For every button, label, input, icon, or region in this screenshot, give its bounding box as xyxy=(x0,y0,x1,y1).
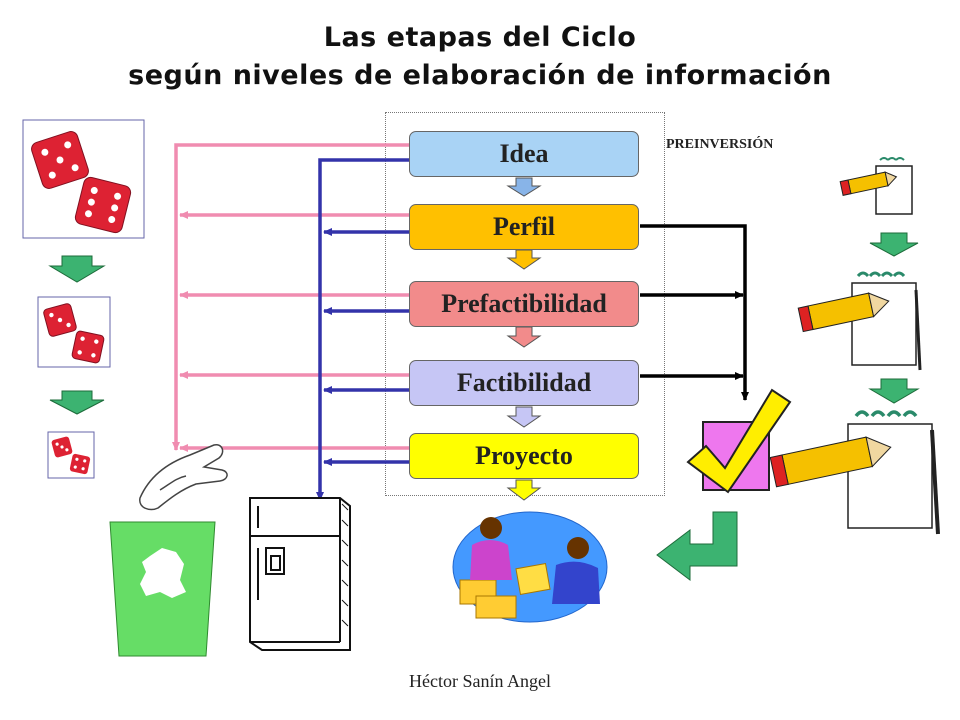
stage-prefactibilidad: Prefactibilidad xyxy=(409,281,639,327)
green-down-arrow-4 xyxy=(868,378,920,404)
pencil-notes-icon xyxy=(839,157,913,215)
phase-label: PREINVERSIÓN xyxy=(666,137,774,152)
stage-label: Factibilidad xyxy=(456,368,592,397)
business-meeting-icon xyxy=(452,511,608,623)
title-line-2: según niveles de elaboración de informac… xyxy=(128,60,832,91)
footer-author: Héctor Sanín Angel xyxy=(409,671,551,691)
stage-label: Prefactibilidad xyxy=(441,289,607,318)
green-down-arrow-1 xyxy=(48,255,106,283)
pencil-notes-icon xyxy=(769,410,940,535)
stage-label: Proyecto xyxy=(475,441,573,470)
refrigerator-icon xyxy=(249,497,351,651)
trash-can-icon xyxy=(109,521,216,657)
black-arrows xyxy=(640,224,749,401)
title-line-1: Las etapas del Ciclo xyxy=(323,22,637,53)
checkmark-icon xyxy=(686,388,792,494)
stage-label: Perfil xyxy=(492,212,556,241)
dice-icon xyxy=(22,119,145,239)
stage-label: Idea xyxy=(499,139,549,168)
green-return-arrow xyxy=(656,511,738,582)
stage-proyecto: Proyecto xyxy=(409,433,639,479)
stage-perfil: Perfil xyxy=(409,204,639,250)
green-down-arrow-3 xyxy=(869,232,919,257)
pink-arrows xyxy=(172,143,409,452)
hand-icon xyxy=(139,443,228,511)
green-down-arrow-2 xyxy=(49,390,105,415)
stage-down-arrows xyxy=(506,177,542,501)
dice-icon xyxy=(47,431,95,479)
stage-idea: Idea xyxy=(409,131,639,177)
stage-factibilidad: Factibilidad xyxy=(409,360,639,406)
dice-icon xyxy=(37,296,111,368)
pencil-notes-icon xyxy=(797,271,922,371)
blue-arrows xyxy=(316,158,409,501)
